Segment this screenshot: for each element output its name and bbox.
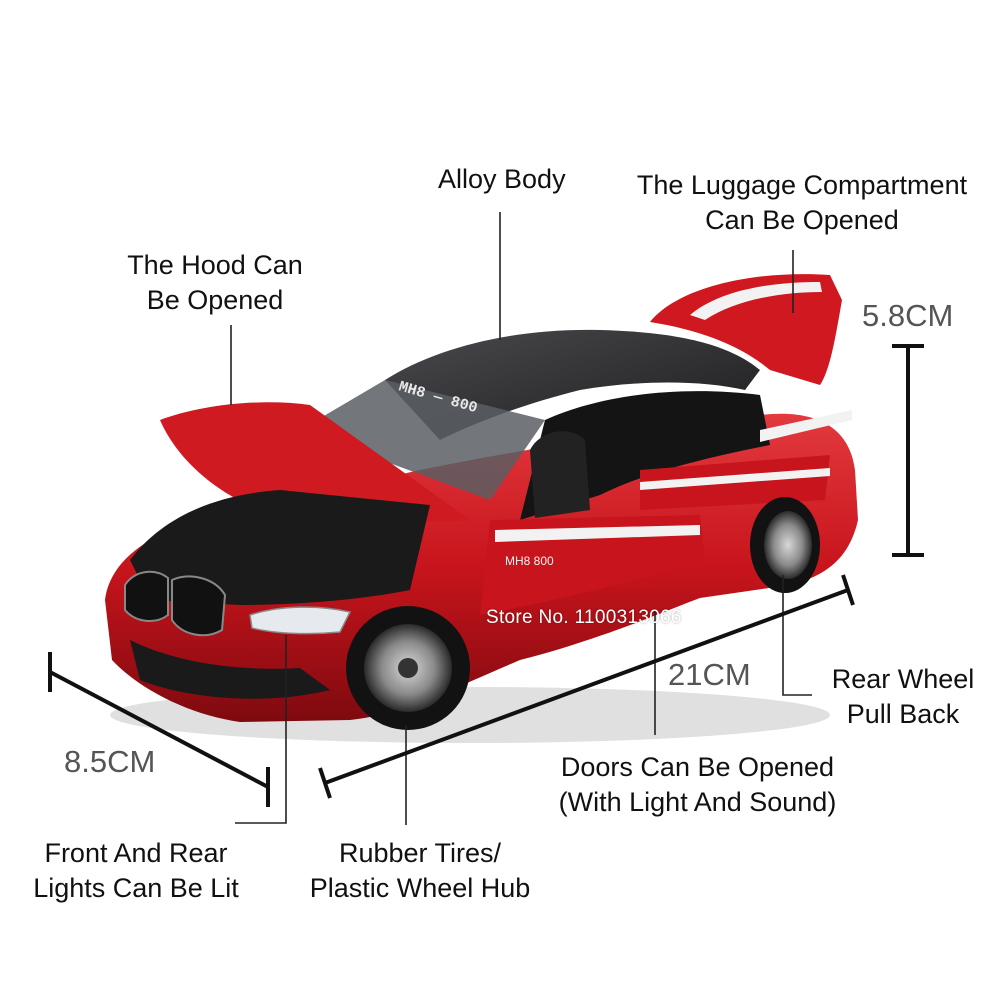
luggage-label: The Luggage Compartment Can Be Opened: [636, 170, 968, 235]
height-dimension: 5.8CM: [862, 298, 954, 333]
length-dim-line: [324, 588, 849, 785]
lights-line: [235, 635, 287, 824]
grille-right: [171, 575, 227, 637]
door-badge: MH8 800: [505, 554, 554, 568]
engine-bay: [130, 490, 430, 605]
grille-left: [124, 570, 169, 622]
front-wheel: [346, 606, 470, 730]
toy-car: MH8 — 800 MH8 800: [105, 274, 858, 743]
rear-wheel-label: Rear Wheel Pull Back: [831, 664, 975, 729]
windshield: [300, 380, 545, 500]
store-watermark: Store No. 1100313066: [486, 607, 682, 628]
trunk-stripe: [690, 282, 822, 320]
seat: [530, 431, 590, 518]
door-stripe: [495, 525, 700, 542]
width-dimension: 8.5CM: [64, 744, 156, 779]
hood-label: The Hood Can Be Opened: [127, 250, 303, 315]
hood: [160, 402, 470, 522]
width-dim-line: [49, 670, 269, 789]
lights-label: Front And Rear Lights Can Be Lit: [33, 838, 239, 903]
doors-label: Doors Can Be Opened (With Light And Soun…: [558, 752, 837, 817]
headlight: [249, 606, 352, 635]
body-stripe: [760, 410, 852, 442]
tires-label: Rubber Tires/ Plastic Wheel Hub: [309, 838, 531, 903]
rear-wheel: [750, 497, 820, 593]
length-dimension: 21CM: [668, 657, 751, 692]
rear-wheel-line: [782, 575, 812, 696]
alloy-body-label: Alloy Body: [438, 164, 566, 194]
front-bumper: [130, 640, 330, 699]
dimension-lines: [48, 344, 924, 807]
trunk-lid: [650, 274, 842, 385]
rear-door-stripe: [640, 468, 830, 490]
